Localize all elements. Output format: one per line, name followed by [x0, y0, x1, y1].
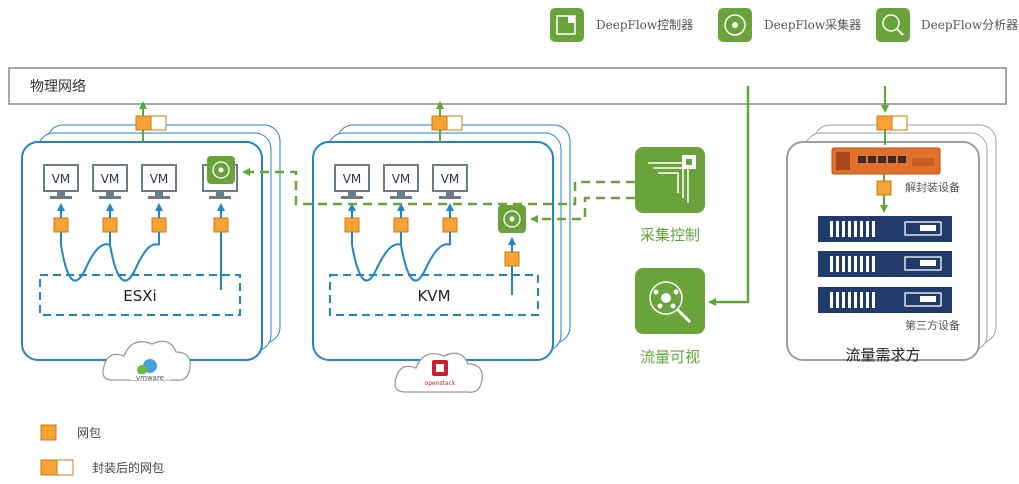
- packet-legend-icon: [40, 424, 57, 441]
- vmware-logo-text: vmware: [136, 374, 164, 382]
- legend-analyzer-label: DeepFlow分析器: [921, 18, 1018, 32]
- legend-top: DeepFlow控制器 DeepFlow采集器 DeepFlow分析器: [550, 8, 1018, 42]
- consumer-title: 流量需求方: [845, 346, 920, 364]
- decap-device-label: 解封装设备: [905, 180, 960, 194]
- traffic-view: 流量可视: [635, 268, 705, 366]
- packet: [393, 217, 409, 233]
- openstack-logo-text: openstack: [425, 380, 456, 387]
- packet: [53, 217, 69, 233]
- packet: [442, 217, 458, 233]
- mirror-flow-line: [708, 86, 750, 306]
- physical-network: 物理网络: [8, 67, 1007, 105]
- vm-label: VM: [392, 172, 411, 186]
- legend-packet-label: 网包: [77, 426, 101, 440]
- hypervisor-box: [329, 274, 539, 316]
- collector-vm-esxi: [202, 156, 238, 199]
- legend-controller-label: DeepFlow控制器: [596, 18, 693, 32]
- traffic-view-label: 流量可视: [640, 348, 700, 366]
- packet: [102, 217, 118, 233]
- encapsulated-packet: [431, 115, 463, 131]
- vm-label: VM: [52, 172, 71, 186]
- thirdparty-device: [818, 216, 952, 242]
- legend-item-collector: DeepFlow采集器: [718, 8, 861, 42]
- physical-network-label: 物理网络: [30, 79, 86, 95]
- vm-1: VM: [334, 164, 370, 199]
- host-name-esxi: ESXi: [123, 287, 156, 305]
- encapsulated-packet-legend-icon: [40, 459, 74, 476]
- legend-item-analyzer: DeepFlow分析器: [876, 8, 1018, 42]
- collect-control-label: 采集控制: [640, 226, 700, 244]
- vm-3: VM: [432, 164, 468, 199]
- vm-1: VM: [43, 164, 79, 199]
- packet: [876, 180, 892, 196]
- encapsulated-packet: [135, 115, 167, 131]
- collector-kvm: [498, 205, 526, 233]
- thirdparty-device-label: 第三方设备: [905, 318, 960, 332]
- host-name-kvm: KVM: [417, 287, 450, 305]
- vm-label: VM: [441, 172, 460, 186]
- thirdparty-device: [818, 287, 952, 313]
- packet: [213, 217, 229, 233]
- vmware-cloud: vmware: [102, 340, 191, 382]
- hypervisor-box: [39, 274, 241, 316]
- encapsulated-packet: [876, 115, 908, 131]
- vm-label: VM: [343, 172, 362, 186]
- decap-device: [831, 147, 941, 175]
- vm-2: VM: [92, 164, 128, 199]
- packet: [151, 217, 167, 233]
- collect-control: 采集控制: [635, 147, 705, 244]
- vm-3: VM: [141, 164, 177, 199]
- control-lines: [242, 168, 635, 223]
- openstack-cloud: openstack: [394, 352, 483, 393]
- vm-label: VM: [101, 172, 120, 186]
- packet: [504, 251, 520, 267]
- controller-icon: [550, 8, 584, 42]
- packet: [344, 217, 360, 233]
- legend-collector-label: DeepFlow采集器: [764, 17, 861, 32]
- traffic-consumer: 解封装设备 第三方设备 流量需求方: [786, 86, 997, 364]
- thirdparty-device: [818, 251, 952, 277]
- vm-label: VM: [150, 172, 169, 186]
- legend-bottom: 网包 封装后的网包: [40, 424, 164, 476]
- host-esxi: ESXi VM VM VM: [21, 101, 281, 382]
- analyzer-icon: [876, 8, 910, 42]
- legend-encapsulated-label: 封装后的网包: [92, 460, 164, 475]
- legend-item-controller: DeepFlow控制器: [550, 8, 693, 42]
- vm-2: VM: [383, 164, 419, 199]
- host-kvm: KVM VM VM VM: [312, 101, 571, 393]
